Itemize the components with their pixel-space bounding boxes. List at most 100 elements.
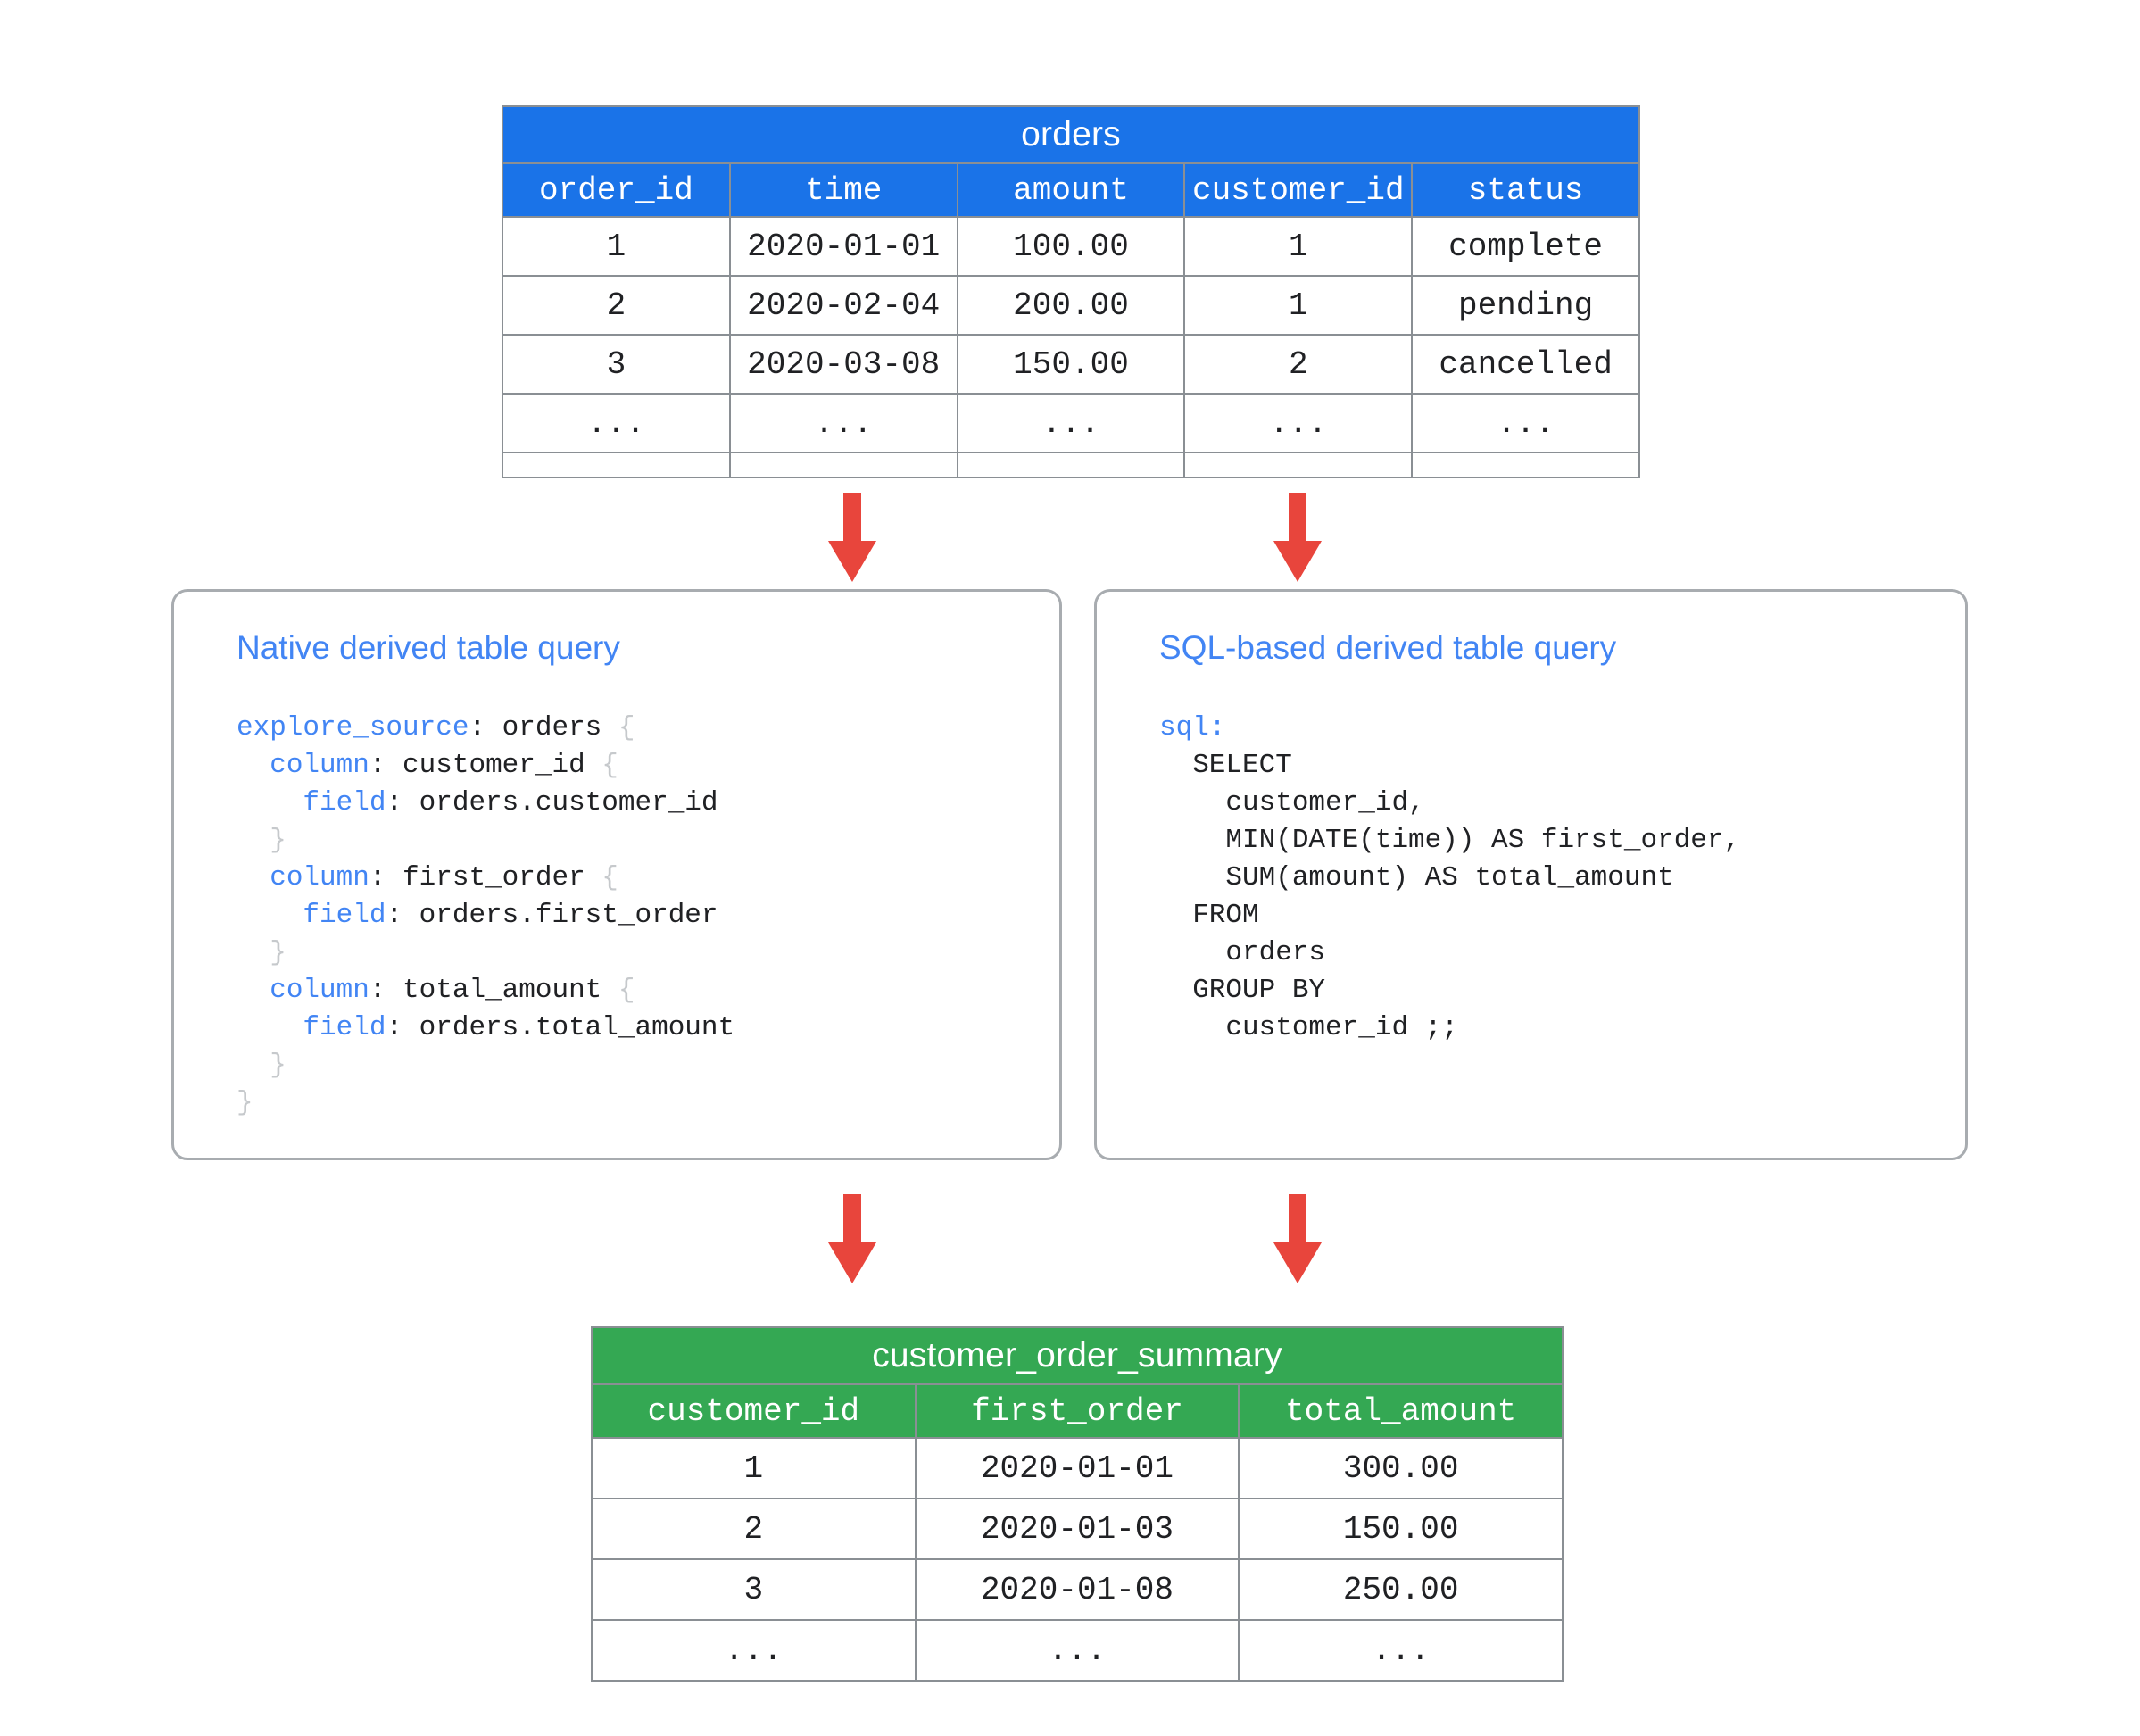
code-token: SELECT: [1159, 750, 1292, 781]
code-line: }: [236, 1084, 1059, 1122]
arrow-shaft: [843, 1194, 861, 1244]
cell-amount: [956, 452, 1186, 478]
cell-time: 2020-01-01: [728, 216, 958, 277]
code-token: column: [270, 975, 369, 1006]
code-token: SUM(amount) AS total_amount: [1159, 862, 1674, 893]
code-token: : orders.total_amount: [386, 1012, 735, 1043]
cell-time: 2020-02-04: [728, 275, 958, 336]
code-line: column: first_order {: [236, 860, 1059, 897]
code-line: }: [236, 822, 1059, 860]
code-token: {: [618, 712, 635, 743]
table-row: ...............: [502, 393, 1640, 453]
cell-status: ...: [1411, 393, 1640, 453]
code-line: SUM(amount) AS total_amount: [1159, 860, 1965, 897]
code-token: explore_source: [236, 712, 469, 743]
cell-customer_id: 2: [1183, 334, 1414, 395]
cell-total_amount: 250.00: [1238, 1558, 1564, 1621]
code-token: : orders.customer_id: [386, 787, 718, 818]
cell-customer_id: 2: [591, 1498, 917, 1560]
cell-time: 2020-03-08: [728, 334, 958, 395]
cell-time: ...: [728, 393, 958, 453]
summary-table-title: customer_order_summary: [591, 1326, 1564, 1385]
code-line: sql:: [1159, 710, 1965, 747]
cell-customer_id: ...: [591, 1619, 917, 1682]
code-line: orders: [1159, 934, 1965, 972]
code-token: orders: [1159, 937, 1326, 968]
card-native-derived-table-query: Native derived table query explore_sourc…: [171, 589, 1062, 1160]
cell-order_id: [502, 452, 731, 478]
code-token: customer_id ;;: [1159, 1012, 1458, 1043]
cell-time: [728, 452, 958, 478]
code-token: {: [601, 862, 618, 893]
arrow-down-icon-orders-to-sql: [1273, 493, 1322, 582]
code-token: [236, 787, 303, 818]
code-token: [236, 1012, 303, 1043]
code-token: [236, 900, 303, 931]
code-token: [236, 750, 270, 781]
code-token: column: [270, 862, 369, 893]
code-line: GROUP BY: [1159, 972, 1965, 1009]
cell-amount: 150.00: [956, 334, 1186, 395]
code-token: }: [270, 937, 286, 968]
arrow-shaft: [843, 493, 861, 543]
arrow-head: [1273, 1242, 1322, 1283]
code-token: field: [303, 1012, 386, 1043]
cell-first_order: 2020-01-08: [914, 1558, 1240, 1621]
table-row: [502, 452, 1640, 478]
code-token: field: [303, 900, 386, 931]
code-line: FROM: [1159, 897, 1965, 934]
code-token: [236, 937, 270, 968]
arrow-head: [828, 1242, 876, 1283]
card-native-heading: Native derived table query: [236, 629, 620, 666]
arrow-down-icon-native-to-summary: [828, 1194, 876, 1283]
arrow-head: [1273, 541, 1322, 582]
code-token: column: [270, 750, 369, 781]
code-token: : first_order: [369, 862, 602, 893]
code-token: field: [303, 787, 386, 818]
column-header-amount: amount: [956, 162, 1186, 218]
cell-status: complete: [1411, 216, 1640, 277]
cell-total_amount: 300.00: [1238, 1437, 1564, 1499]
cell-order_id: 2: [502, 275, 731, 336]
cell-first_order: 2020-01-01: [914, 1437, 1240, 1499]
summary-title-row: customer_order_summary: [591, 1326, 1564, 1385]
code-token: : orders.first_order: [386, 900, 718, 931]
cell-customer_id: 1: [1183, 216, 1414, 277]
code-token: GROUP BY: [1159, 975, 1326, 1006]
code-token: [236, 825, 270, 856]
code-token: }: [270, 825, 286, 856]
code-token: }: [270, 1050, 286, 1081]
code-line: customer_id ;;: [1159, 1009, 1965, 1047]
cell-amount: ...: [956, 393, 1186, 453]
cell-status: [1411, 452, 1640, 478]
orders-title-row: orders: [502, 105, 1640, 164]
code-token: {: [618, 975, 635, 1006]
code-line: }: [236, 1047, 1059, 1084]
code-token: customer_id,: [1159, 787, 1425, 818]
column-header-order_id: order_id: [502, 162, 731, 218]
card-native-code-block: explore_source: orders { column: custome…: [236, 710, 1059, 1122]
cell-total_amount: 150.00: [1238, 1498, 1564, 1560]
code-line: MIN(DATE(time)) AS first_order,: [1159, 822, 1965, 860]
code-line: customer_id,: [1159, 785, 1965, 822]
code-line: column: customer_id {: [236, 747, 1059, 785]
arrow-down-icon-sql-to-summary: [1273, 1194, 1322, 1283]
arrow-shaft: [1289, 493, 1306, 543]
card-sql-based-derived-table-query: SQL-based derived table query sql: SELEC…: [1094, 589, 1968, 1160]
code-token: FROM: [1159, 900, 1259, 931]
code-token: {: [601, 750, 618, 781]
cell-order_id: ...: [502, 393, 731, 453]
orders-table-title: orders: [502, 105, 1640, 164]
cell-customer_id: 1: [1183, 275, 1414, 336]
code-token: [236, 862, 270, 893]
code-token: [236, 975, 270, 1006]
